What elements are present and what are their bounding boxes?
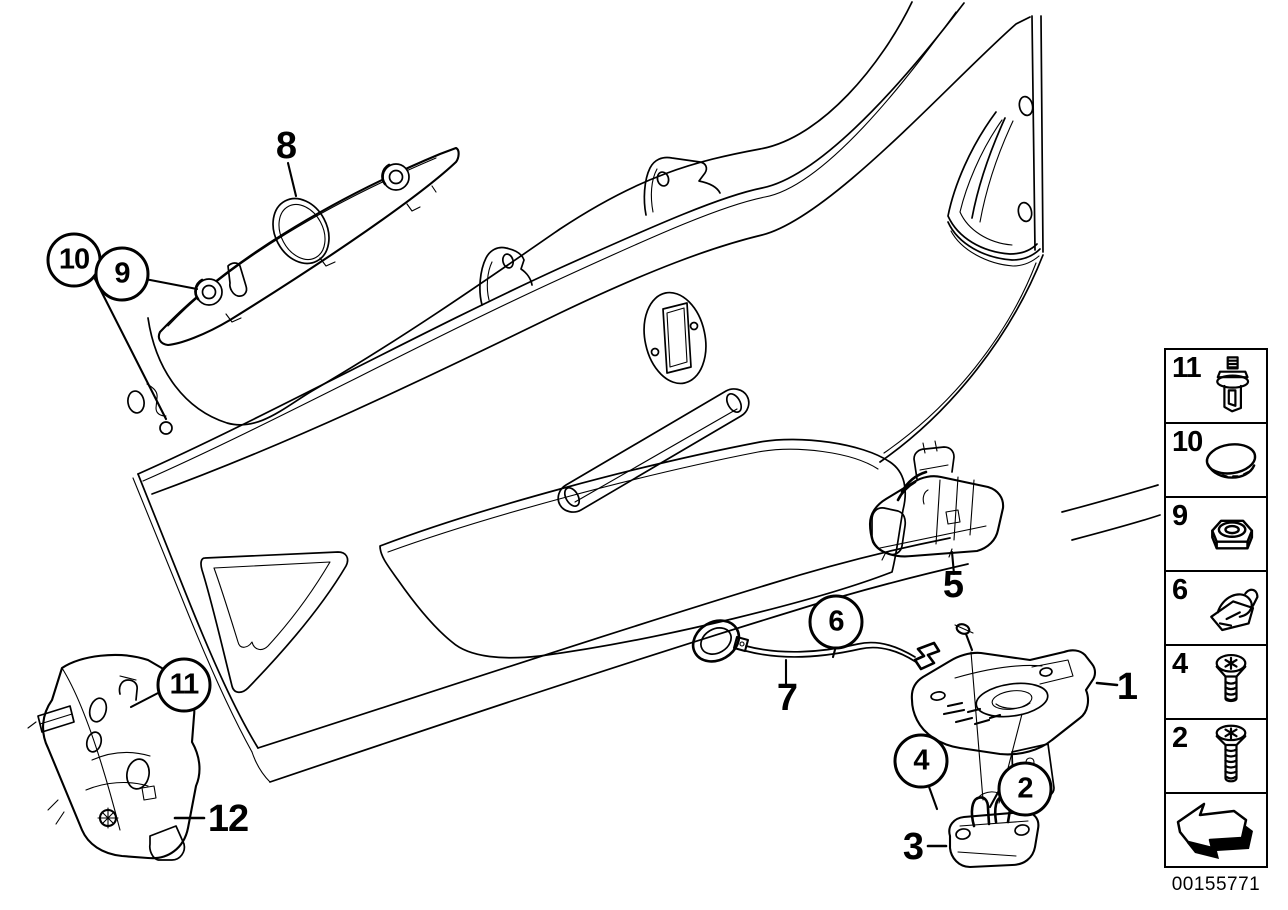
- sidebar-nav-arrow[interactable]: [1164, 792, 1268, 868]
- callout-leader-lines: [93, 161, 1119, 848]
- grommet-right: [381, 163, 410, 191]
- callout-10-circle[interactable]: 10: [46, 232, 102, 288]
- callout-1[interactable]: 1: [1116, 666, 1138, 708]
- sidebar-item-6[interactable]: 6: [1164, 570, 1268, 646]
- back-arrow-icon: [1176, 802, 1253, 859]
- callout-8[interactable]: 8: [275, 125, 297, 167]
- sidebar-item-10-label: 10: [1172, 426, 1203, 458]
- part-8-trim-panel-art: [157, 146, 460, 347]
- stud-with-clip-icon: [1216, 356, 1250, 413]
- sidebar-item-11-label: 11: [1172, 352, 1202, 384]
- part-3-striker-art: [948, 791, 1040, 869]
- torx-screw-long-icon: [1215, 724, 1247, 783]
- sidebar-item-6-label: 6: [1172, 574, 1188, 606]
- grommet-left: [194, 278, 223, 306]
- sidebar-item-9[interactable]: 9: [1164, 496, 1268, 572]
- hardware-parts-sidebar: 11 10 9: [1164, 348, 1268, 868]
- cap-grommet-icon: [1205, 443, 1257, 479]
- callout-9-circle[interactable]: 9: [94, 246, 150, 302]
- sidebar-item-11[interactable]: 11: [1164, 348, 1268, 424]
- torx-screw-short-icon: [1215, 653, 1247, 703]
- sidebar-item-2[interactable]: 2: [1164, 718, 1268, 794]
- part-7-release-cable-art: [691, 619, 941, 671]
- sidebar-item-4[interactable]: 4: [1164, 644, 1268, 720]
- sidebar-item-4-label: 4: [1172, 648, 1188, 680]
- diagram-number: 00155771: [1171, 874, 1261, 895]
- trunk-lid-art: [127, 1, 1161, 783]
- sidebar-item-9-label: 9: [1172, 500, 1188, 532]
- hex-nut-icon: [1211, 519, 1254, 550]
- callout-4-circle[interactable]: 4: [893, 733, 949, 789]
- callout-11-circle[interactable]: 11: [156, 657, 212, 713]
- callout-2-circle[interactable]: 2: [997, 761, 1053, 817]
- callout-5[interactable]: 5: [942, 564, 964, 606]
- part-12-lock-lower-art: [27, 653, 201, 861]
- callout-6-circle[interactable]: 6: [808, 594, 864, 650]
- callout-3[interactable]: 3: [902, 826, 924, 868]
- cable-clip-icon: [1210, 588, 1259, 632]
- part-5-release-switch-art: [868, 440, 1005, 561]
- callout-7[interactable]: 7: [776, 677, 798, 719]
- sidebar-item-10[interactable]: 10: [1164, 422, 1268, 498]
- callout-12[interactable]: 12: [207, 798, 249, 840]
- sidebar-item-2-label: 2: [1172, 722, 1188, 754]
